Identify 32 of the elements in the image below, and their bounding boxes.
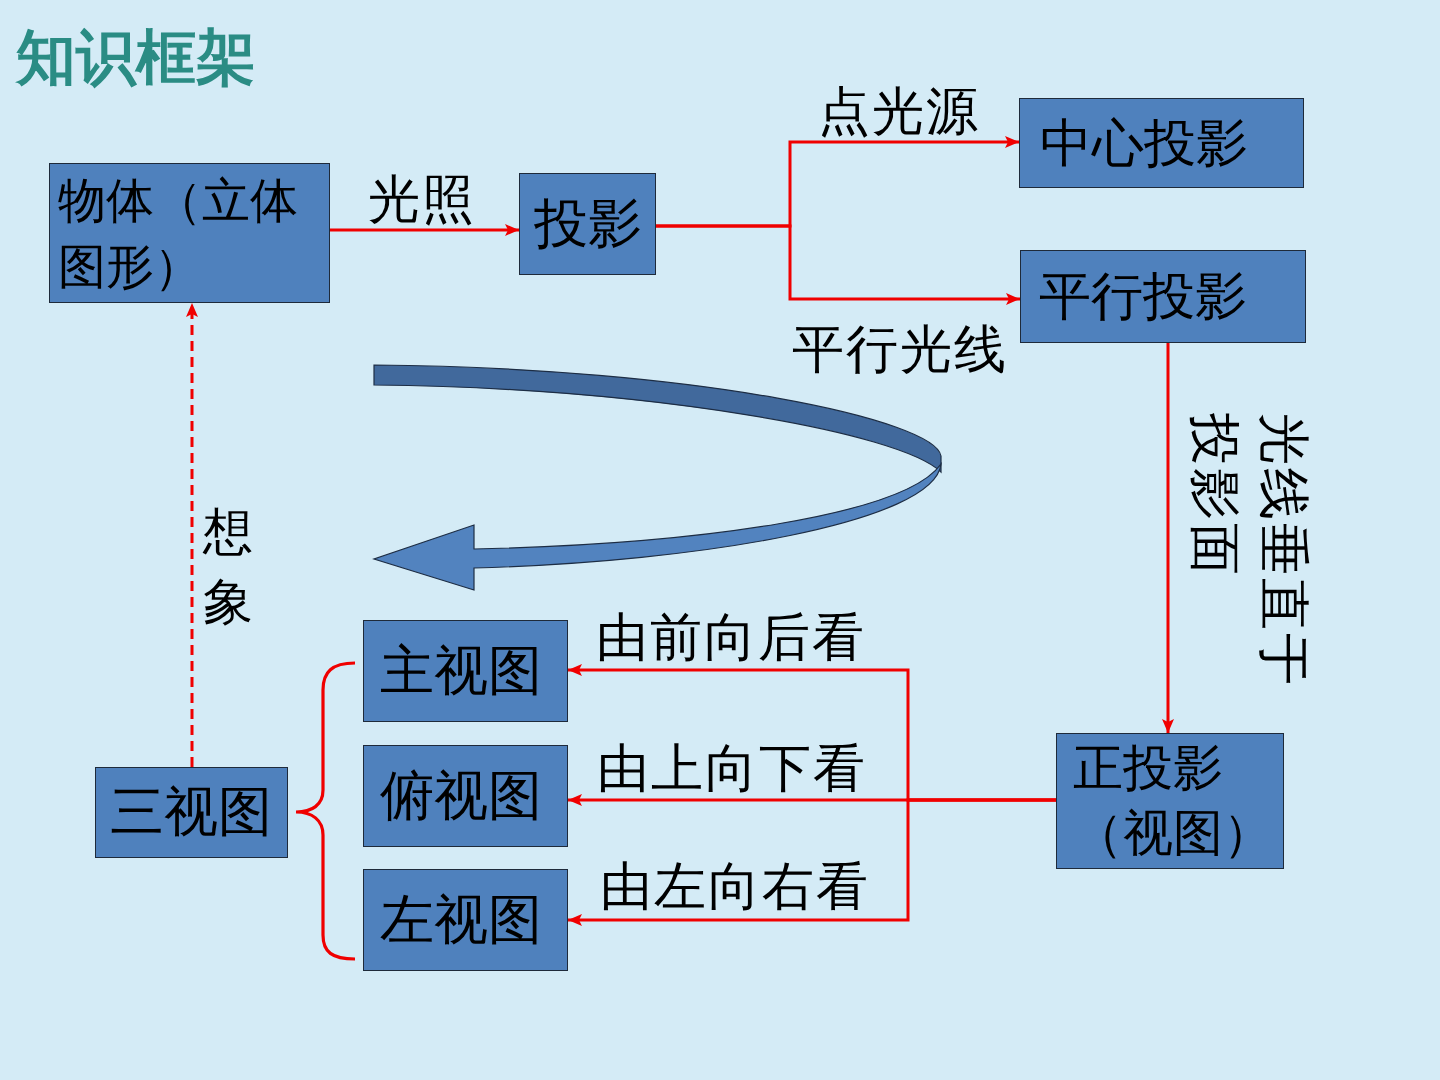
process-box: [363, 745, 568, 847]
box-label: 中心投影: [1040, 111, 1248, 175]
box-label: 三视图: [110, 780, 272, 845]
box-label: 左视图: [380, 887, 542, 953]
edge-label: 光照: [368, 172, 476, 227]
box-label: 正投影（视图）: [1073, 738, 1274, 864]
arrow: [656, 224, 1020, 305]
process-box: [363, 620, 568, 722]
process-box: [49, 163, 330, 303]
arrow: [330, 224, 519, 236]
box-label: 投影: [534, 191, 642, 257]
dashed-arrow: [186, 303, 198, 767]
box-label: 物体（立体图形）: [58, 170, 299, 296]
process-box: [519, 173, 656, 275]
title: 知识框架: [16, 24, 256, 90]
box-label: 俯视图: [380, 763, 542, 829]
arrow: [1162, 343, 1174, 733]
process-box: [1020, 250, 1306, 343]
process-box: [95, 767, 288, 858]
edge-label: 光线垂直于投影面: [1183, 412, 1315, 689]
arrow: [568, 798, 1056, 926]
box-label: 主视图: [380, 638, 542, 704]
edge-label: 由前向后看: [596, 610, 866, 665]
edge-label: 由左向右看: [600, 859, 870, 914]
edge-label: 由上向下看: [597, 741, 867, 796]
edge-label: 点光源: [818, 84, 980, 139]
box-label: 平行投影: [1039, 265, 1247, 328]
process-box: [1056, 733, 1284, 869]
process-box: [1019, 98, 1304, 188]
edge-label: 想象: [203, 502, 253, 633]
edge-label: 平行光线: [792, 322, 1008, 377]
process-box: [363, 869, 568, 971]
